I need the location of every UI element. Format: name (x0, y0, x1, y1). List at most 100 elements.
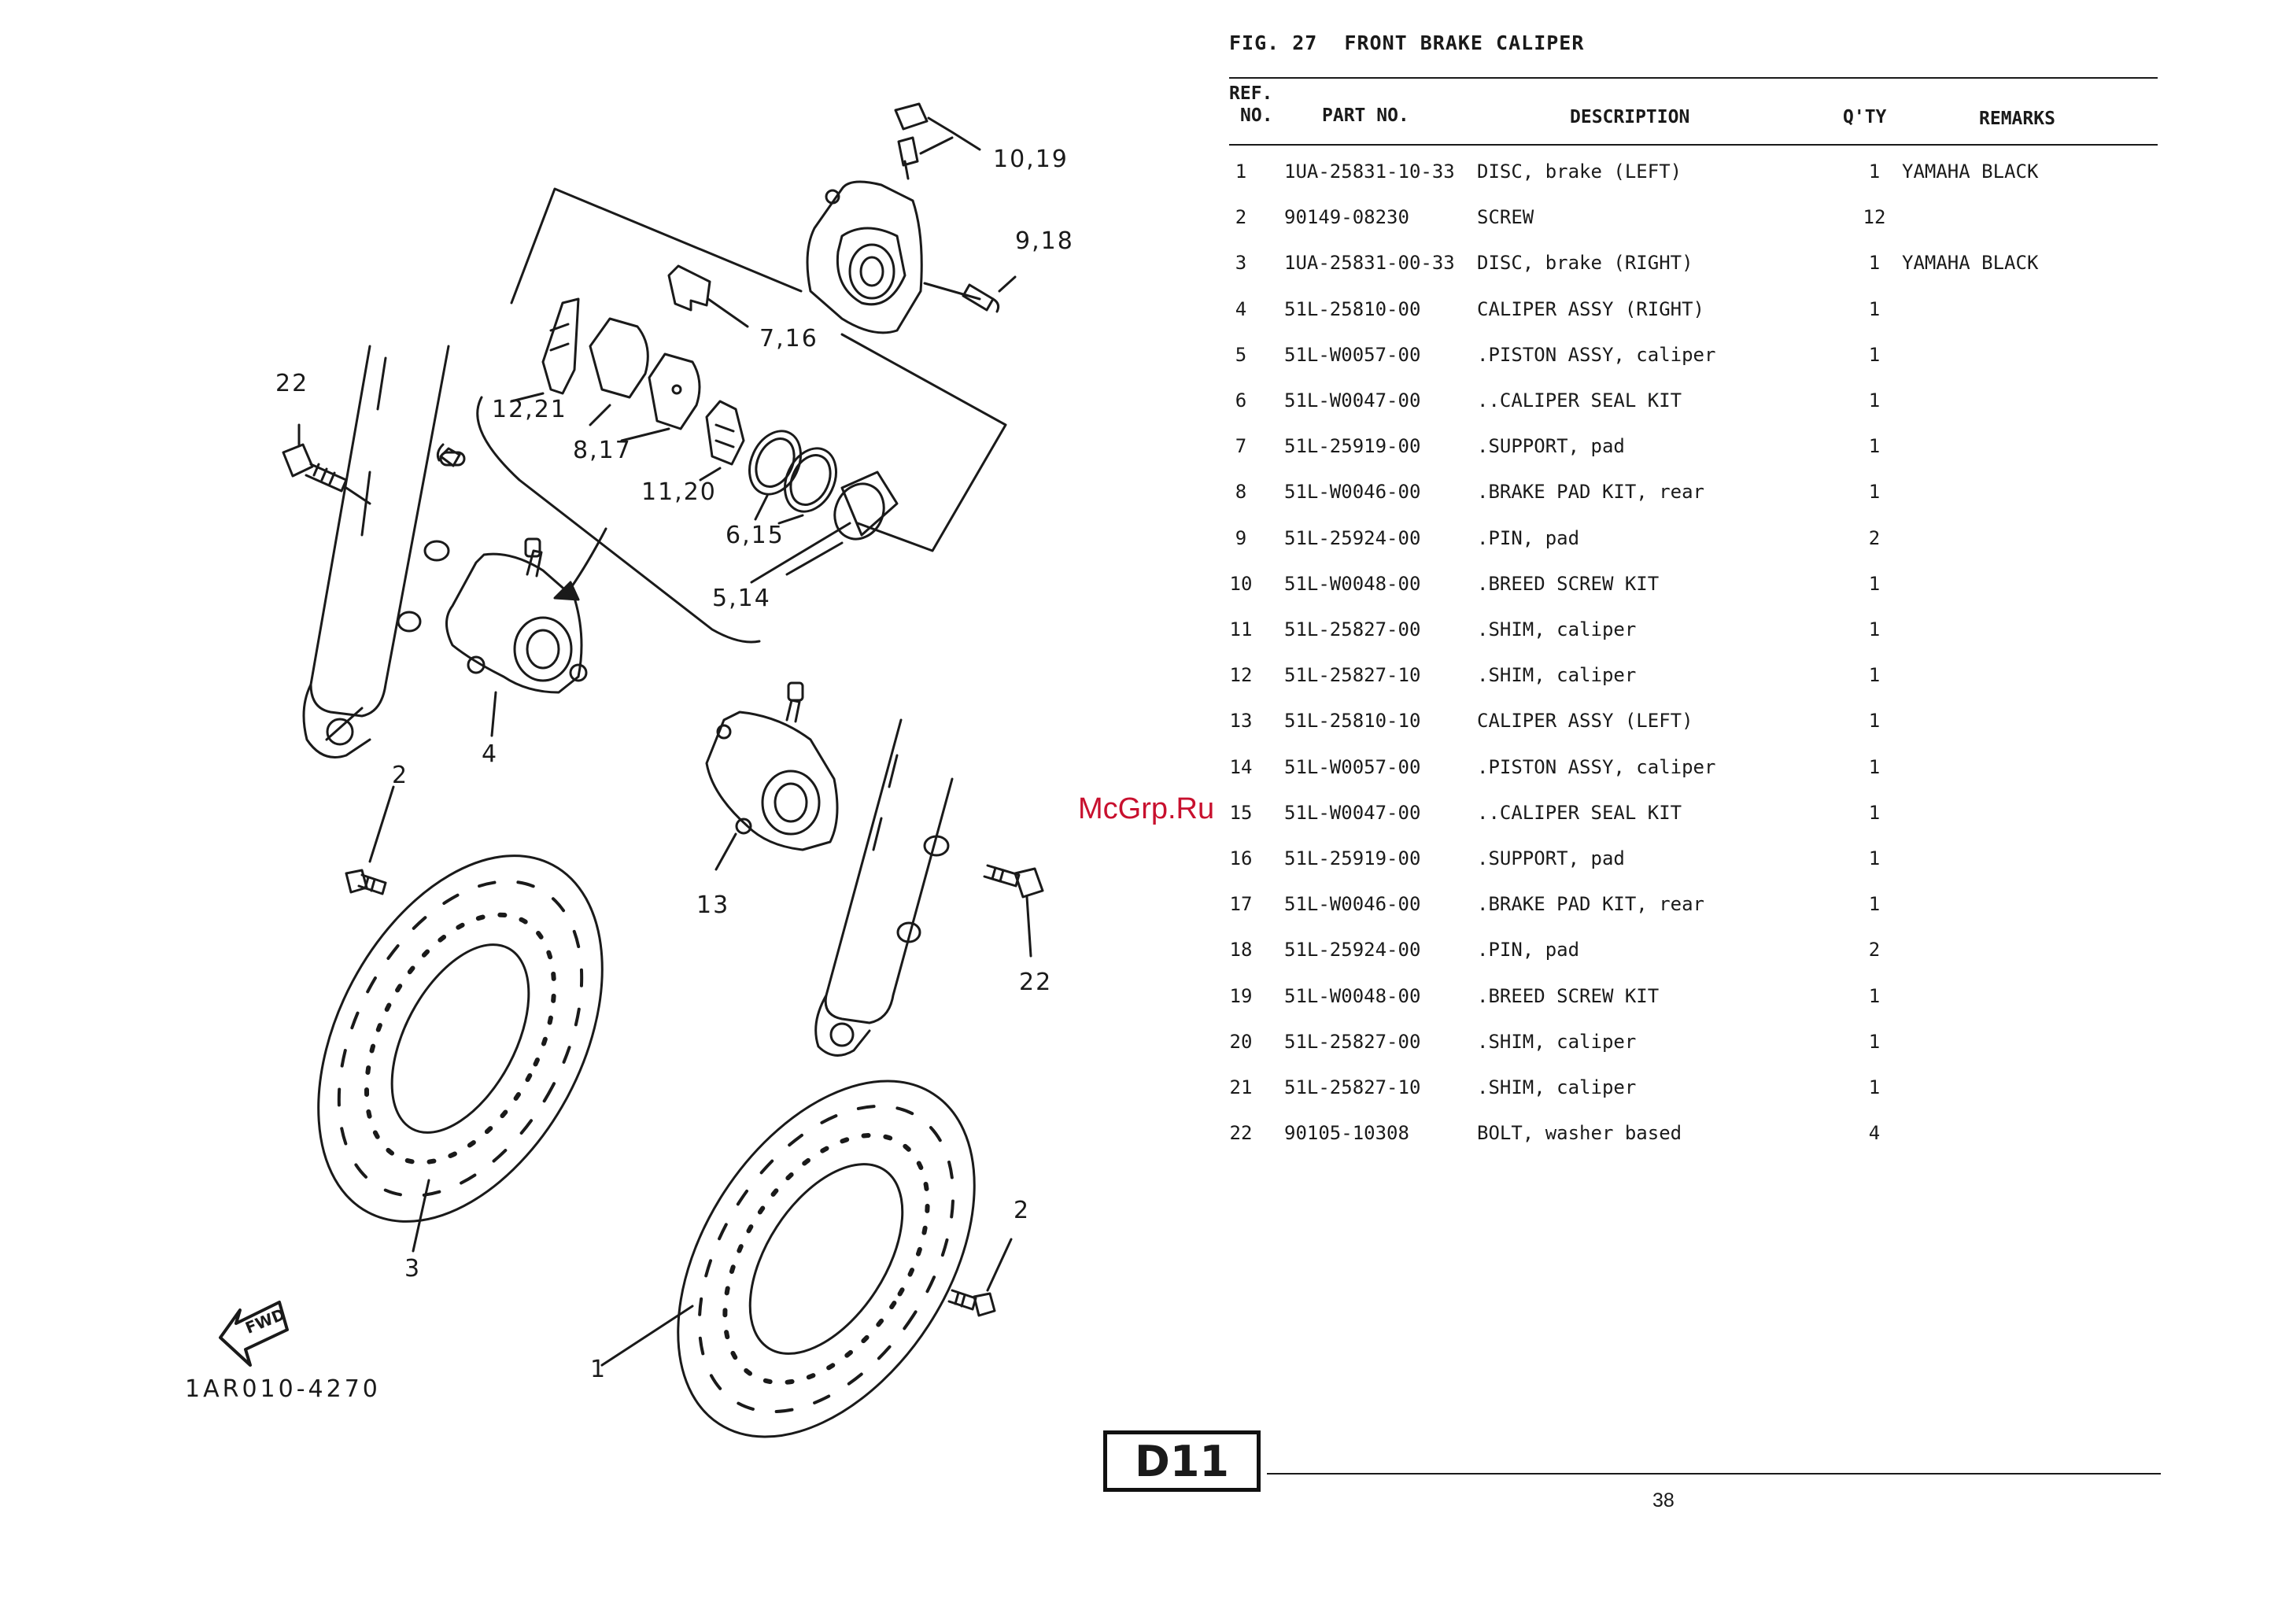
callout-11-20: 11,20 (641, 478, 717, 506)
ref-no: 15 (1229, 801, 1253, 824)
disc-screw-icon (345, 785, 395, 895)
quantity: 1 (1868, 893, 1881, 916)
quantity: 1 (1868, 710, 1881, 733)
ref-no: 22 (1229, 1122, 1253, 1145)
callout-13: 13 (696, 891, 729, 919)
ref-no: 16 (1229, 847, 1253, 869)
col-description: DESCRIPTION (1570, 107, 1690, 127)
part-description: .PISTON ASSY, caliper (1477, 343, 1716, 366)
page-number: 38 (1652, 1489, 1675, 1511)
part-description: CALIPER ASSY (RIGHT) (1477, 297, 1704, 320)
col-remarks: REMARKS (1979, 109, 2055, 129)
table-row: 22 90105-10308 BOLT, washer based 4 (1229, 1122, 2158, 1168)
part-number: 51L-W0057-00 (1284, 755, 1421, 778)
quantity: 2 (1868, 526, 1881, 549)
part-description: .SUPPORT, pad (1477, 847, 1625, 869)
part-description: BOLT, washer based (1477, 1122, 1682, 1145)
ref-no: 21 (1229, 1076, 1253, 1098)
pad-pin-icon (962, 275, 1017, 313)
ref-no: 1 (1235, 161, 1247, 183)
remarks: YAMAHA BLACK (1902, 252, 2039, 275)
callout-12-21: 12,21 (492, 396, 567, 423)
shim-right-icon (699, 400, 745, 482)
quantity: 1 (1868, 801, 1881, 824)
part-description: .BREED SCREW KIT (1477, 572, 1660, 595)
figure-number: FIG. 27 (1229, 31, 1318, 54)
part-number: 51L-W0048-00 (1284, 572, 1421, 595)
caliper-seals-icon (748, 430, 837, 525)
ref-no: 19 (1229, 984, 1253, 1007)
callout-10-19: 10,19 (993, 146, 1069, 173)
quantity: 2 (1868, 939, 1881, 961)
bolt-icon (983, 864, 1044, 958)
ref-no: 5 (1235, 343, 1247, 366)
part-number: 51L-25827-00 (1284, 618, 1421, 640)
figure-title: FIG. 27 FRONT BRAKE CALIPER (1229, 31, 1598, 54)
title-rule (1229, 77, 2158, 79)
part-number: 51L-W0057-00 (1284, 343, 1421, 366)
pad-support-icon (667, 264, 749, 328)
ref-no: 8 (1235, 481, 1247, 504)
quantity: 1 (1868, 755, 1881, 778)
callout-7-16: 7,16 (759, 325, 818, 352)
part-description: .BRAKE PAD KIT, rear (1477, 481, 1704, 504)
quantity: 1 (1868, 435, 1881, 458)
ref-no: 17 (1229, 893, 1253, 916)
ref-no: 12 (1229, 664, 1253, 687)
table-row: 6 51L-W0047-00 ..CALIPER SEAL KIT 1 (1229, 389, 2158, 435)
part-number: 51L-25924-00 (1284, 939, 1421, 961)
quantity: 4 (1868, 1122, 1881, 1145)
part-number: 51L-25810-10 (1284, 710, 1421, 733)
remarks: YAMAHA BLACK (1902, 161, 2039, 183)
part-description: ..CALIPER SEAL KIT (1477, 389, 1682, 412)
part-number: 51L-W0048-00 (1284, 984, 1421, 1007)
quantity: 1 (1868, 664, 1881, 687)
watermark: McGrp.Ru (1078, 792, 1215, 825)
ref-no: 4 (1235, 297, 1247, 320)
part-description: .PIN, pad (1477, 526, 1580, 549)
caliper-assy-right-icon (445, 537, 588, 737)
ref-no: 14 (1229, 755, 1253, 778)
quantity: 1 (1868, 481, 1881, 504)
bolt-icon (282, 423, 371, 505)
callout-22-top: 22 (275, 370, 308, 397)
disc-screw-icon (947, 1238, 1013, 1317)
ref-no: 6 (1235, 389, 1247, 412)
part-description: CALIPER ASSY (LEFT) (1477, 710, 1693, 733)
part-description: .SHIM, caliper (1477, 618, 1637, 640)
ref-no: 20 (1229, 1030, 1253, 1053)
quantity: 1 (1868, 618, 1881, 640)
brake-disc-right-icon (317, 854, 604, 1253)
exploded-parts-diagram: 10,19 9,18 7,16 12,21 8,17 11,20 6,15 5,… (185, 102, 1073, 1438)
ref-no: 2 (1235, 206, 1247, 229)
brake-disc-left-icon (600, 1080, 976, 1438)
col-ref-line1: REF. (1229, 83, 1273, 104)
quantity: 1 (1868, 1030, 1881, 1053)
quantity: 1 (1868, 389, 1881, 412)
part-description: .BRAKE PAD KIT, rear (1477, 893, 1704, 916)
section-tag: D11 (1103, 1430, 1261, 1492)
quantity: 1 (1868, 297, 1881, 320)
part-description: ..CALIPER SEAL KIT (1477, 801, 1682, 824)
callout-2-left: 2 (392, 762, 408, 789)
part-number: 90105-10308 (1284, 1122, 1409, 1145)
part-number: 1UA-25831-10-33 (1284, 161, 1455, 183)
caliper-assy-left-icon (705, 681, 839, 871)
part-description: DISC, brake (LEFT) (1477, 161, 1682, 183)
callout-3: 3 (404, 1255, 421, 1283)
part-number: 51L-W0047-00 (1284, 389, 1421, 412)
callout-8-17: 8,17 (573, 437, 632, 464)
part-description: SCREW (1477, 206, 1534, 229)
